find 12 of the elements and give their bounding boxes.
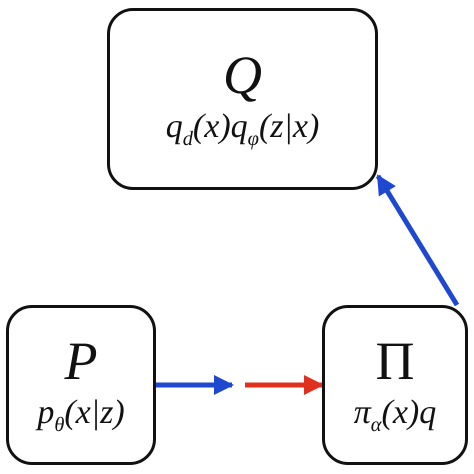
arrow <box>245 375 324 395</box>
arrow <box>376 174 460 306</box>
rounded-box <box>6 305 156 465</box>
formula: q$_{d}$(x)q$_{φ}$(z|x) <box>166 108 320 150</box>
formula: p$_{θ}$(x|z) <box>37 394 125 436</box>
box-heading: P <box>64 334 98 388</box>
box-heading: Π <box>376 334 414 388</box>
box-heading: Q <box>223 48 262 102</box>
rounded-box <box>322 305 468 465</box>
rounded-box <box>107 8 378 190</box>
arrow <box>156 375 234 395</box>
formula: π$_{α}$(x)q <box>354 394 436 436</box>
